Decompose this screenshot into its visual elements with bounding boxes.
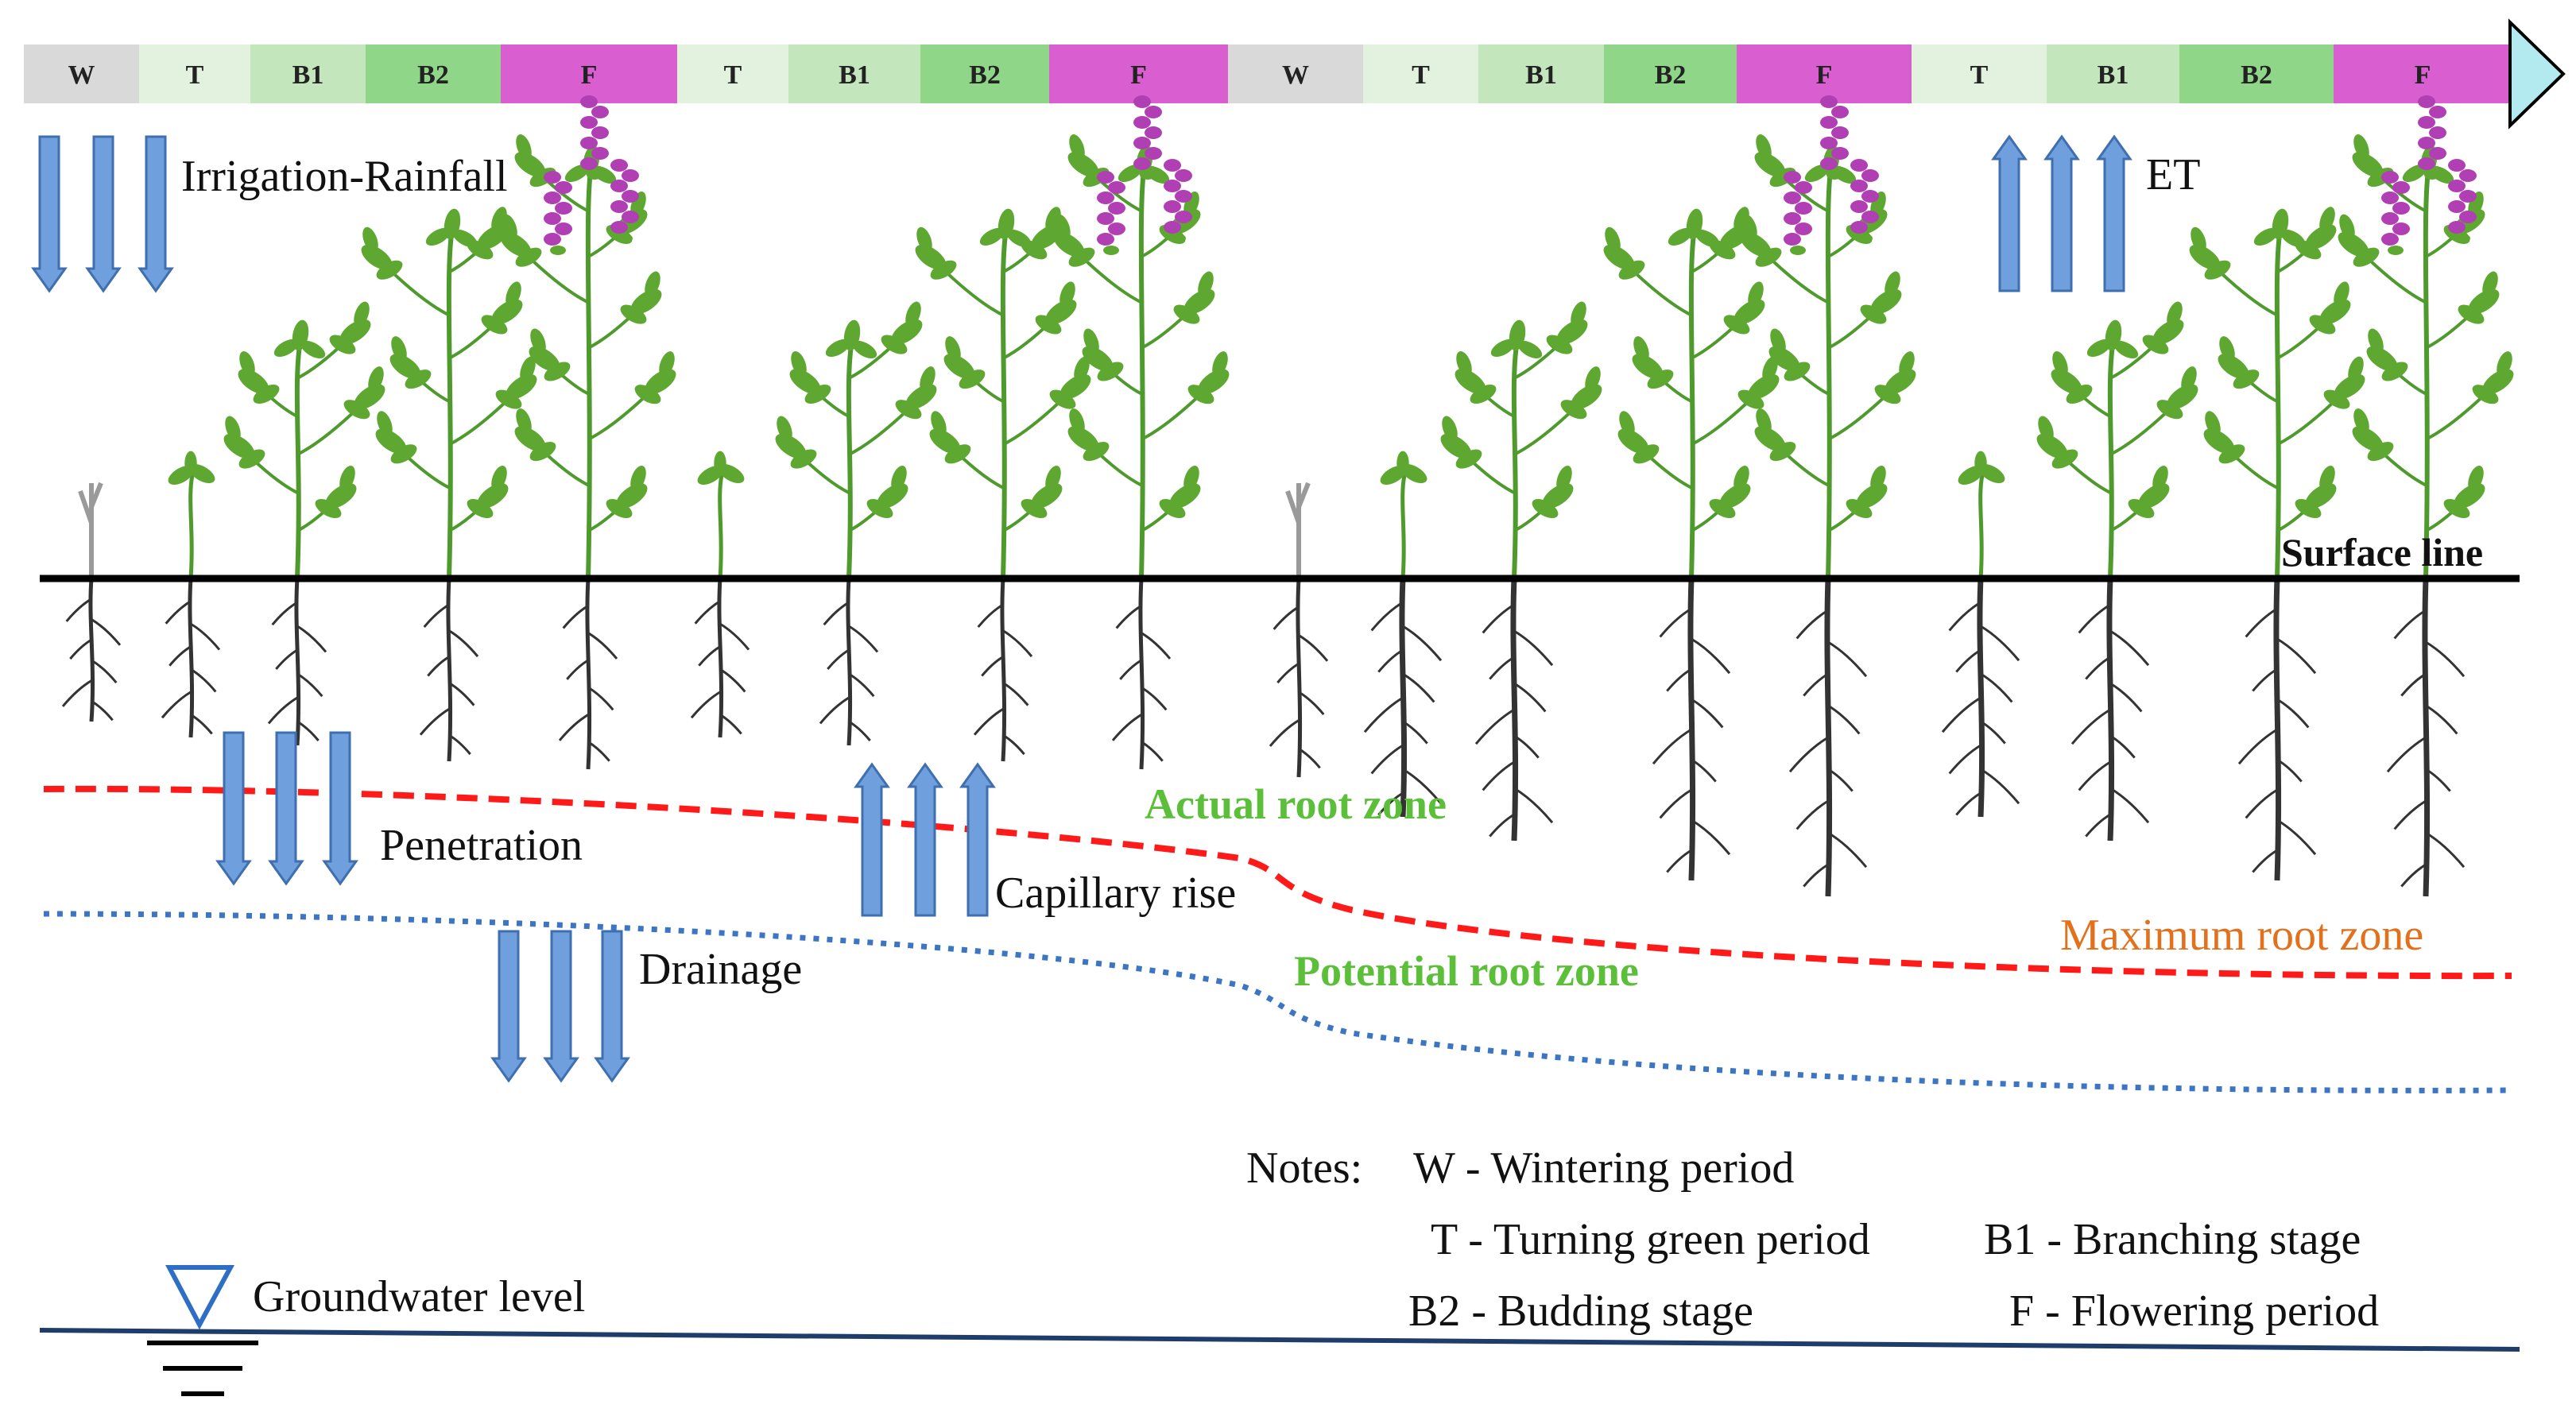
timeline-segment-t [677, 44, 788, 103]
timeline-label-b2: B2 [1655, 60, 1687, 90]
actual-root-zone-line [43, 785, 2512, 980]
plant-b1 [1440, 301, 1602, 842]
timeline-segment-f [1049, 44, 1228, 103]
timeline-segment-t [1363, 44, 1478, 103]
timeline-label-f: F [1130, 60, 1147, 90]
note-f: F - Flowering period [2009, 1287, 2379, 1336]
timeline-segment-b1 [1478, 44, 1604, 103]
plant-w [61, 482, 122, 722]
plant-t [1941, 451, 2020, 818]
irrigation-rainfall-label: Irrigation-Rainfall [181, 152, 508, 201]
timeline-segment-f [2334, 44, 2512, 103]
timeline-segment-t [1912, 44, 2047, 103]
plant-t [1363, 451, 1443, 818]
note-t: T - Turning green period [1431, 1215, 1870, 1264]
plant-b2 [915, 207, 1091, 762]
groundwater-symbol-icon [147, 1265, 258, 1396]
flux-arrows [31, 134, 2132, 1083]
notes-heading: Notes: [1246, 1143, 1362, 1193]
timeline-label-t: T [724, 60, 742, 90]
plant-b1 [223, 301, 385, 746]
timeline-label-b1: B1 [1525, 60, 1557, 90]
penetration-arrow-icon [215, 731, 252, 886]
timeline-segment-t [139, 44, 250, 103]
irrigation-arrow-icon [31, 135, 68, 293]
timeline-segment-b2 [1604, 44, 1737, 103]
drainage-arrow-icon [594, 930, 630, 1083]
groundwater-line [39, 1328, 2520, 1352]
timeline-segment-b2 [920, 44, 1049, 103]
timeline-label-t: T [1412, 60, 1430, 90]
capillary-rise-arrow-icon [854, 762, 890, 917]
plant-b2 [361, 207, 537, 762]
timeline-label-b1: B1 [292, 60, 324, 90]
capillary-rise-arrow-icon [907, 762, 943, 917]
groundwater-label: Groundwater level [253, 1272, 585, 1321]
capillary-rise-arrow-icon [959, 762, 996, 917]
potential-root-zone-line [43, 911, 2512, 1093]
timeline-label-f: F [2415, 60, 2431, 90]
timeline-segment-f [1737, 44, 1912, 103]
stage-timeline: W T B1 B2 F T B1 B2 F W T B1 B2 F T B1 B2 F [24, 18, 2566, 130]
timeline-label-w: W [1282, 60, 1309, 90]
plant-f [1740, 95, 1916, 897]
et-label: ET [2146, 150, 2200, 199]
plant-f [1053, 95, 1230, 770]
timeline-segment-b2 [2179, 44, 2334, 103]
plant-b2 [2189, 207, 2365, 881]
timeline-segment-b1 [2047, 44, 2179, 103]
penetration-arrow-icon [322, 731, 358, 886]
timeline-segment-f [501, 44, 677, 103]
timeline-label-w: W [68, 60, 95, 90]
note-b1: B1 - Branching stage [1984, 1215, 2361, 1264]
timeline-label-b1: B1 [2098, 60, 2129, 90]
plant-w [1269, 482, 1329, 778]
drainage-label: Drainage [639, 945, 802, 994]
plant-b2 [1603, 207, 1780, 881]
timeline-arrowhead-icon [2508, 18, 2566, 130]
timeline-segment-b1 [250, 44, 366, 103]
timeline-segment-b1 [788, 44, 920, 103]
penetration-label: Penetration [380, 821, 583, 870]
timeline-segment-w [24, 44, 139, 103]
timeline-label-b2: B2 [2241, 60, 2272, 90]
plant-t [690, 451, 750, 738]
note-w: W - Wintering period [1413, 1143, 1794, 1193]
timeline-segment-b2 [366, 44, 501, 103]
notes-legend: Notes: W - Wintering period T - Turning … [1246, 1143, 2379, 1336]
irrigation-arrow-icon [138, 135, 174, 293]
drainage-arrow-icon [490, 930, 527, 1083]
timeline-label-f: F [581, 60, 598, 90]
et-arrow-icon [2096, 134, 2132, 292]
plant-b1 [775, 301, 937, 746]
plants-row [61, 95, 2514, 897]
et-arrow-icon [1991, 134, 2028, 292]
plant-t [161, 451, 221, 738]
et-arrow-icon [2043, 134, 2080, 292]
timeline-label-b2: B2 [417, 60, 449, 90]
timeline-label-f: F [1816, 60, 1833, 90]
plant-b1 [2036, 301, 2198, 842]
maximum-root-zone-label: Maximum root zone [2060, 911, 2423, 960]
timeline-label-b2: B2 [969, 60, 1001, 90]
timeline-label-b1: B1 [839, 60, 870, 90]
drainage-arrow-icon [543, 930, 579, 1083]
capillary-rise-label: Capillary rise [995, 869, 1236, 918]
timeline-label-t: T [1970, 60, 1989, 90]
plant-f [500, 95, 676, 770]
note-b2: B2 - Budding stage [1408, 1287, 1753, 1336]
potential-root-zone-label: Potential root zone [1294, 947, 1639, 995]
plant-f [2338, 95, 2514, 897]
timeline-label-t: T [186, 60, 204, 90]
penetration-arrow-icon [268, 731, 304, 886]
timeline-segment-w [1228, 44, 1363, 103]
actual-root-zone-label: Actual root zone [1145, 780, 1447, 828]
irrigation-arrow-icon [85, 135, 122, 293]
surface-line-label: Surface line [2281, 530, 2483, 575]
